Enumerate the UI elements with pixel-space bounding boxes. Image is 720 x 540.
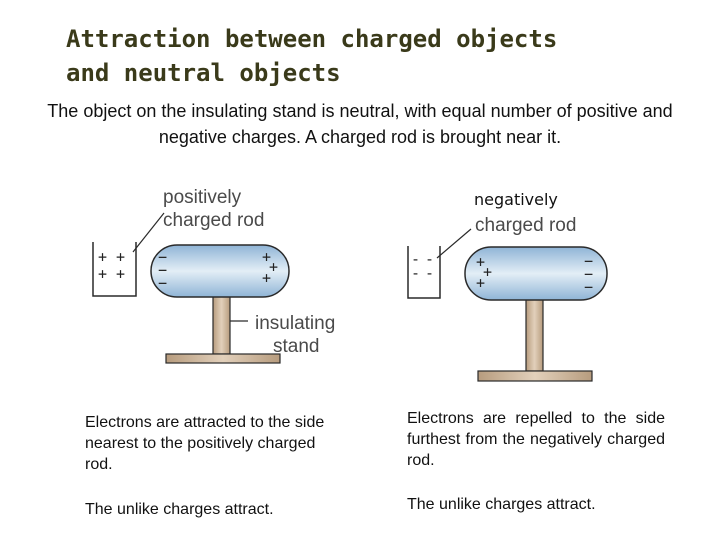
rod-label-line-2: charged rod: [475, 215, 576, 236]
right-caption-explanation: Electrons are repelled to the side furth…: [407, 410, 665, 469]
intro-text: The object on the insulating stand is ne…: [47, 101, 673, 147]
title-line-2: and neutral objects: [66, 59, 341, 87]
right-diagram: - - - - negatively charged rod + + + − −…: [407, 190, 608, 382]
rod-charge-3: -: [411, 264, 420, 282]
rod-label-line-1: negatively: [474, 190, 558, 209]
page-title: Attraction between charged objects and n…: [66, 22, 686, 90]
title-line-1: Attraction between charged objects: [66, 25, 558, 53]
rod-label-line-2: charged rod: [163, 210, 264, 231]
rod-charge-1: -: [411, 250, 420, 268]
induced-positive-1: +: [262, 248, 271, 266]
induced-negative-1: −: [584, 252, 593, 270]
induced-positive-2: +: [269, 258, 278, 276]
rod-charge-4: -: [425, 264, 434, 282]
rod-label-pointer: [132, 212, 165, 253]
left-diagram: + + + + positively charged rod insulatin…: [92, 187, 335, 364]
rod-charge-2: -: [425, 250, 434, 268]
left-caption-conclusion: The unlike charges attract.: [85, 501, 274, 518]
right-caption-conclusion: The unlike charges attract.: [407, 496, 596, 513]
negatively-charged-rod: - - - -: [407, 246, 441, 299]
induced-negative-2: −: [158, 261, 167, 279]
induced-negative-1: −: [158, 248, 167, 266]
induced-negative-3: −: [158, 274, 167, 292]
stand-label-line-1: insulating: [255, 313, 335, 334]
rod-label-line-1: positively: [163, 187, 242, 208]
neutral-conductor: [464, 246, 608, 301]
rod-charge-4: +: [116, 265, 125, 283]
rod-charge-1: +: [98, 248, 107, 266]
rod-label-pointer: [436, 228, 472, 259]
left-caption-explanation: Electrons are attracted to the side near…: [85, 414, 325, 473]
induced-positive-3: +: [262, 269, 271, 287]
stand-base: [165, 353, 281, 364]
rod-charge-3: +: [98, 265, 107, 283]
positively-charged-rod: + + + +: [92, 242, 137, 297]
stand-base: [477, 370, 593, 382]
induced-positive-3: +: [476, 274, 485, 292]
induced-negative-2: −: [584, 265, 593, 283]
rod-charge-2: +: [116, 248, 125, 266]
induced-positive-1: +: [476, 253, 485, 271]
induced-positive-2: +: [483, 263, 492, 281]
stand-post: [525, 298, 544, 372]
stand-label-line-2: stand: [273, 336, 319, 357]
induced-negative-3: −: [584, 278, 593, 296]
stand-post: [212, 295, 231, 355]
neutral-conductor: [150, 244, 290, 298]
